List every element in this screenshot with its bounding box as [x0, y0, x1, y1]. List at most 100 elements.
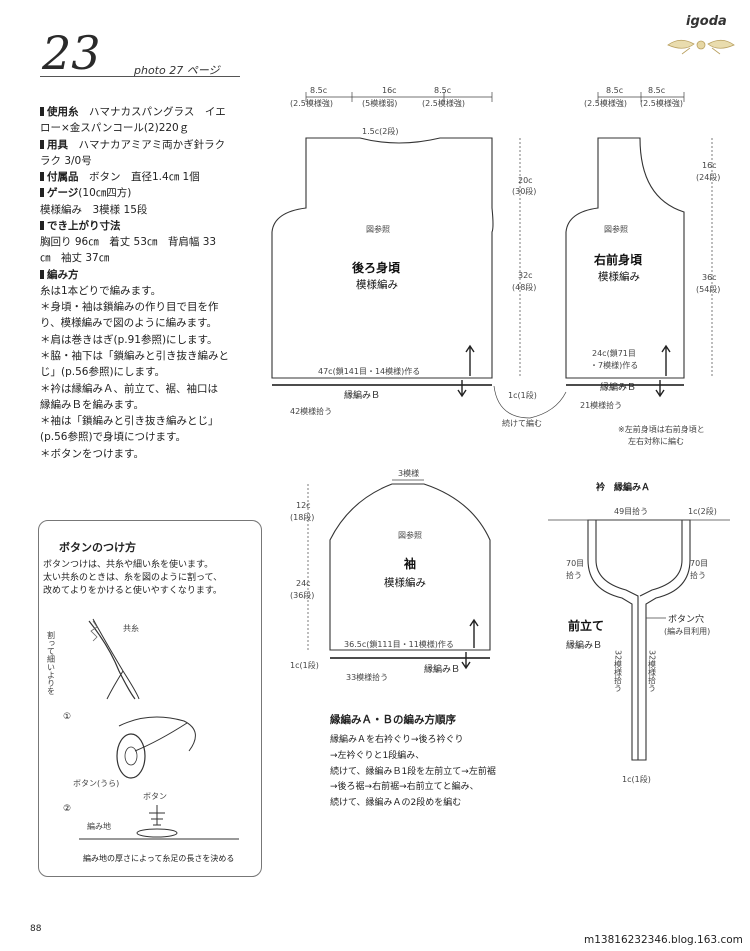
buttonhole-label: ボタン穴 [668, 613, 704, 625]
sleeve-cap-height-sub: (18段) [290, 512, 314, 522]
sleeve-body-height-sub: (36段) [290, 590, 314, 600]
back-body-outline [271, 137, 494, 379]
left-front-note-2: 左右対称に編む [628, 436, 684, 446]
placket-title: 前立て [568, 618, 604, 633]
sleeve-cast-on: 36.5c(鎖111目・11模様)作る [344, 639, 454, 649]
placket-edge: 縁編みＢ [566, 639, 602, 651]
method-line: り、模様編みで図のように編みます。 [40, 317, 218, 330]
page-number: 88 [30, 924, 42, 934]
front-lower-height: 36c [702, 273, 717, 282]
back-body-pattern: 模様編み [356, 278, 398, 291]
collar-right-pickup-sub: 拾う [690, 570, 706, 580]
collar-top-pickup: 49目拾う [614, 506, 648, 516]
edging-order-line: 縁編みＡを右衿ぐり→後ろ衿ぐり [330, 735, 464, 745]
collar-left-pickup-sub: 拾う [566, 570, 582, 580]
sleeve-edge-label: 縁編みＢ [424, 663, 460, 675]
edging-order-line: →左衿ぐりと1段編み、 [330, 750, 425, 761]
size-title: でき上がり寸法 [47, 219, 121, 232]
front-upper-height: 16c [702, 161, 717, 170]
gauge-unit: (10㎝四方) [78, 187, 132, 200]
split-yarn-label: 共糸 [123, 623, 139, 633]
method-line: 縁編みＢを編みます。 [40, 398, 144, 411]
method-line: ＊袖は「鎖編みと引き抜き編みとじ」 [40, 415, 219, 428]
photo-reference: photo 27 ページ [134, 64, 220, 77]
front-edge-label: 縁編みＢ [600, 381, 636, 393]
ribbon-ornament-icon [667, 39, 735, 55]
gauge-title: ゲージ [47, 187, 79, 200]
sleeve-pickup: 33模様拾う [346, 672, 388, 682]
method-line: ＊衿は縁編みＡ、前立て、裾、袖口は [40, 382, 218, 395]
front-cast-on: 24c(鎖71目 [592, 348, 636, 358]
size-line: 胸回り 96㎝ 着丈 53㎝ 背肩幅 33 [40, 236, 217, 249]
accessories-text: ボタン 直径1.4㎝ 1個 [89, 171, 200, 184]
split-yarn-illustration: 共糸 [88, 618, 140, 700]
front-left-width: 8.5c [606, 86, 623, 95]
collar-left-pickup: 70目 [566, 559, 584, 568]
back-body-title: 後ろ身頃 [352, 260, 401, 275]
edging-order-line: →後ろ裾→右前裾→右前立てと編み、 [330, 782, 479, 793]
knit-fabric-label: 編み地 [87, 821, 111, 831]
button-box-line: 太い共糸のときは、糸を図のように割って、 [43, 573, 223, 584]
back-cast-on: 47c(鎖141目・14模様)作る [318, 366, 420, 376]
method-title: 編み方 [47, 268, 79, 281]
back-right-width: 8.5c [434, 86, 451, 95]
placket-left-pickup: 32模様拾う [614, 650, 623, 692]
front-lower-height-sub: (54段) [696, 284, 720, 294]
method-line: ＊脇・袖下は「鎖編みと引き抜き編みと [40, 349, 229, 362]
back-upper-height: 20c [518, 176, 533, 185]
back-left-width: 8.5c [310, 86, 327, 95]
sleeve-top-width: 3模様 [398, 468, 419, 478]
front-pickup: 21模様拾う [580, 400, 622, 410]
tools-line: ハマナカアミアミ両かぎ針ラク [78, 138, 226, 151]
pattern-number: 23 [42, 26, 101, 80]
header-rule [40, 76, 240, 77]
edging-order-line: 続けて、縁編みＢ1段を左前立て→左前裾 [330, 766, 496, 777]
accessories-title: 付属品 [47, 171, 79, 184]
method-line: 糸は1本どりで編みます。 [40, 284, 162, 297]
right-front-dimensions: 8.5c (2.5模様強) 8.5c (2.5模様強) [584, 86, 685, 108]
back-upper-height-sub: (30段) [512, 186, 536, 196]
front-left-width-sub: (2.5模様強) [584, 98, 627, 108]
sleeve-title: 袖 [404, 556, 416, 571]
sleeve-pattern: 模様編み [384, 576, 426, 589]
step1-label: ① [63, 712, 71, 722]
button-attach-figure: 共糸 割って細いよりを ① ボタン(うら) ② ボタン 編み地 編み地の厚さによ… [47, 618, 239, 863]
step1-illustration: ① ボタン(うら) [63, 712, 196, 788]
method-line: じ」(p.56参照)にします。 [40, 366, 166, 379]
method-line: ＊ボタンをつけます。 [40, 447, 144, 460]
tools-line: ラク 3/0号 [40, 154, 92, 167]
edging-order-section: 縁編みＡ・Ｂの編み方順序 縁編みＡを右衿ぐり→後ろ衿ぐり →左衿ぐりと1段編み、… [330, 712, 570, 812]
button-label: ボタン [143, 792, 167, 801]
back-right-width-sub: (2.5模様強) [422, 98, 465, 108]
collar-title: 衿 縁編みＡ [596, 481, 650, 493]
thread-length-note: 編み地の厚さによって糸足の長さを決める [83, 853, 234, 863]
edging-order-line: 続けて、縁編みＡの2段めを編む [330, 798, 462, 808]
back-left-width-sub: (2.5模様強) [290, 98, 333, 108]
sleeve-cap-height: 12c [296, 501, 311, 510]
front-cast-on-sub: ・7模様)作る [590, 360, 638, 370]
placket-bottom-rows: 1c(1段) [622, 774, 651, 784]
back-center-width-sub: (5模様弱) [362, 98, 397, 108]
yarn-line: ハマナカスパングラス イエ [89, 106, 226, 118]
method-line: (p.56参照)で身頃につけます。 [40, 431, 187, 444]
front-right-width: 8.5c [648, 86, 665, 95]
right-front-pattern: 模様編み [598, 270, 640, 283]
front-upper-height-sub: (24段) [696, 172, 720, 182]
back-pickup: 42模様拾う [290, 406, 332, 416]
back-edge-rows: 1c(1段) [508, 390, 537, 400]
back-center-width: 16c [382, 86, 397, 95]
split-note-label: 割って細いよりを [47, 630, 56, 695]
sleeve-edge-rows: 1c(1段) [290, 660, 319, 670]
yarn-line: ロー×金スパンコール(2)220ｇ [40, 122, 190, 135]
sleeve-outline [329, 483, 491, 651]
button-back-label: ボタン(うら) [73, 779, 119, 788]
button-attach-box: ボタンのつけ方 ボタンつけは、共糸や細い糸を使います。 太い共糸のときは、糸を図… [38, 520, 262, 877]
edging-order-title: 縁編みＡ・Ｂの編み方順序 [330, 714, 456, 726]
collar-top-rows: 1c(2段) [688, 506, 717, 516]
back-lower-height-sub: (48段) [512, 282, 536, 292]
back-lower-height: 32c [518, 271, 533, 280]
size-line: ㎝ 袖丈 37㎝ [40, 252, 110, 265]
method-line: ＊肩は巻きはぎ(p.91参照)にします。 [40, 333, 218, 346]
buttonhole-sub: (編み目利用) [664, 626, 710, 636]
